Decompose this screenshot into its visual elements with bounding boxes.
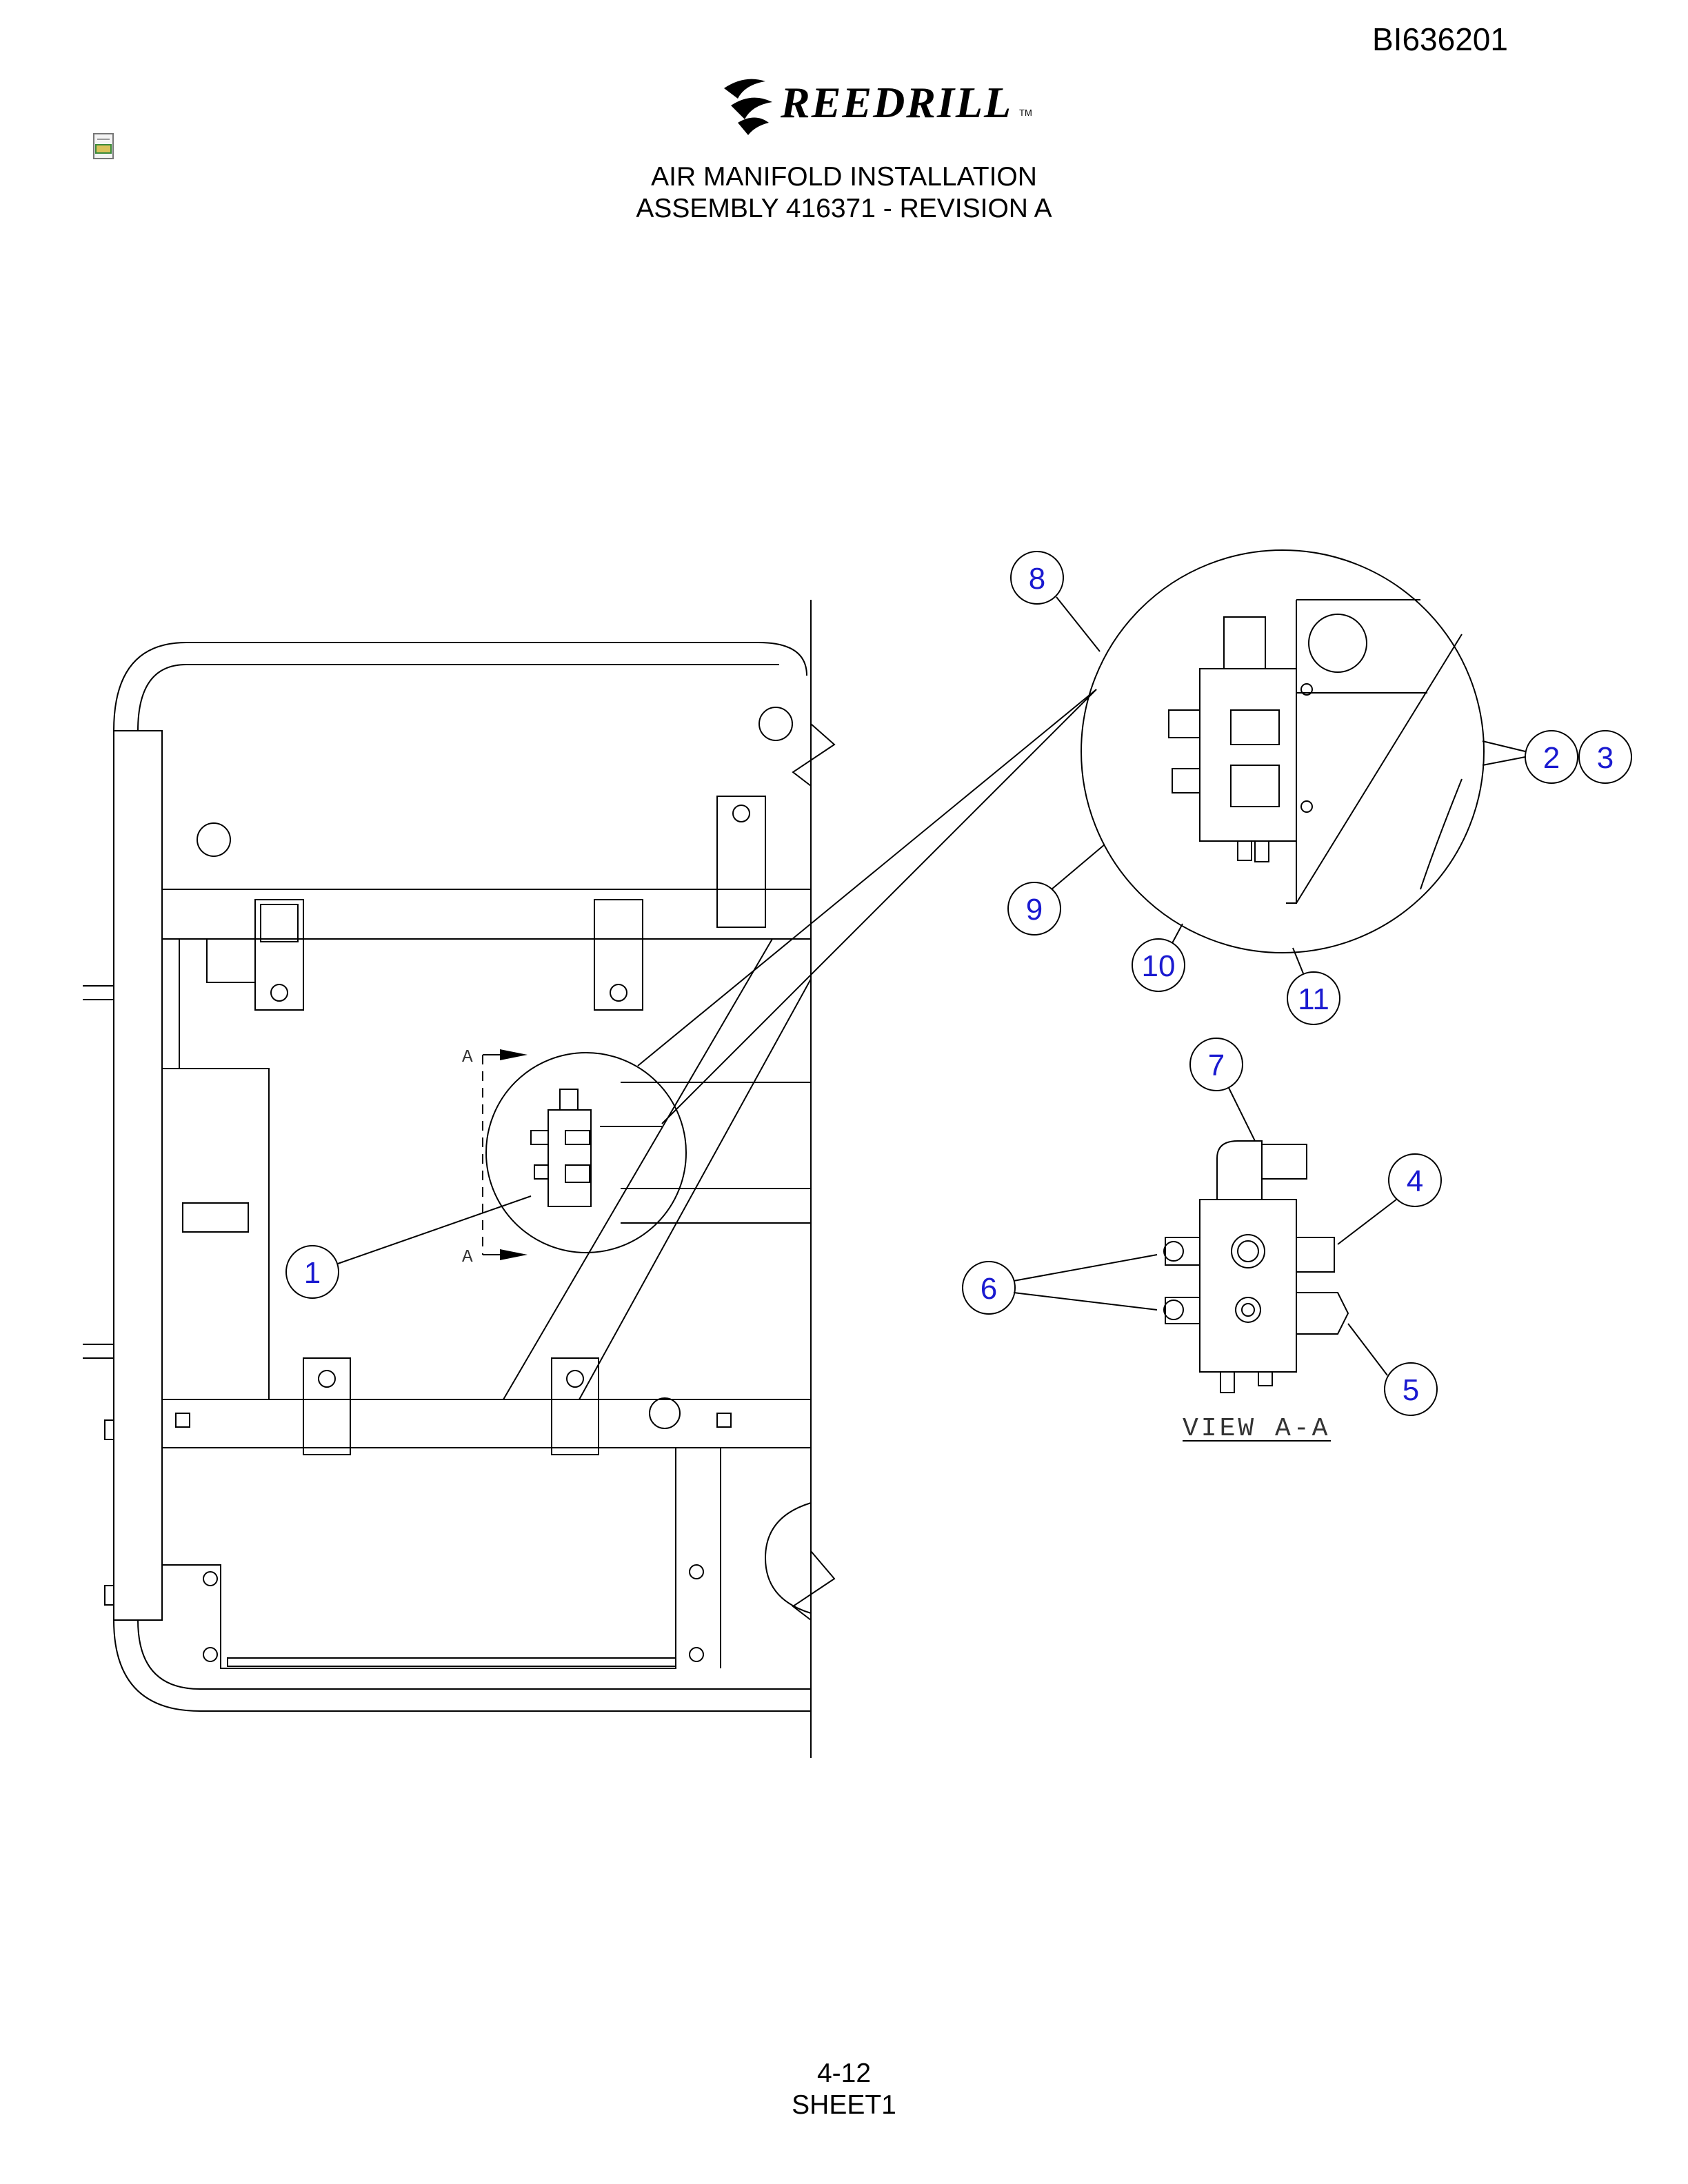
diagonal-brace-a: [503, 938, 773, 1400]
drawing-subtitle: ASSEMBLY 416371 - REVISION A: [636, 194, 1052, 223]
detail-leader-top: [637, 689, 1097, 1066]
callout-10: 10: [1142, 949, 1176, 983]
callout-11: 11: [1298, 982, 1329, 1016]
manifold-fitting-upper: [1230, 709, 1280, 745]
manifold-top-fitting: [1223, 616, 1266, 669]
callout-circle-10: [1132, 938, 1185, 992]
view-aa-elbow: [1216, 1140, 1263, 1200]
view-aa-fitting-5: [1296, 1292, 1349, 1335]
bottom-break-zigzag: [792, 1550, 836, 1621]
lower-middle-bracket: [551, 1357, 599, 1455]
lower-left-bracket: [303, 1357, 351, 1455]
trademark-mark: TM: [1019, 108, 1032, 118]
callout-8: 8: [1029, 562, 1045, 596]
callout-4: 4: [1407, 1164, 1423, 1198]
manifold-block-large: [1199, 668, 1297, 842]
frame-top-left-corner-outer: [113, 642, 187, 731]
frame-bottom-rail-outer: [113, 1619, 811, 1712]
document-icon[interactable]: [91, 132, 119, 163]
sheet-label: SHEET1: [792, 2090, 896, 2120]
callout-6: 6: [981, 1272, 997, 1306]
callout-5: 5: [1403, 1373, 1419, 1407]
detail-circle-large: [1081, 549, 1485, 953]
left-vertical-tube: [113, 730, 163, 1621]
upper-left-bracket: [254, 899, 304, 1011]
upper-cross-member: [161, 889, 812, 940]
callout-circle-11: [1287, 971, 1340, 1025]
lower-cross-member: [161, 1399, 812, 1448]
frame-top-rail-outer: [186, 642, 807, 676]
upper-middle-bracket: [594, 899, 643, 1011]
reedrill-swirl-icon: [724, 79, 772, 135]
callout-9: 9: [1026, 893, 1043, 927]
view-aa-label: VIEW A-A: [1183, 1414, 1330, 1444]
section-marker-bottom: A: [462, 1246, 473, 1267]
callout-circle-1: [285, 1245, 339, 1299]
top-break-zigzag: [792, 723, 836, 787]
view-aa-fitting-4: [1296, 1237, 1335, 1273]
callout-circle-6: [962, 1261, 1016, 1315]
callout-circle-3: [1578, 730, 1632, 784]
frame-bottom-rail-inner: [137, 1619, 811, 1690]
callout-circle-9: [1007, 882, 1061, 936]
left-side-plate: [161, 1068, 270, 1400]
callout-3: 3: [1597, 741, 1614, 775]
callout-circle-4: [1388, 1153, 1442, 1207]
callout-circle-5: [1384, 1362, 1438, 1416]
manifold-fitting-lower: [1230, 765, 1280, 807]
callout-2: 2: [1543, 741, 1560, 775]
callout-1: 1: [304, 1256, 321, 1290]
manifold-block-small: [547, 1109, 592, 1207]
upper-right-bracket: [716, 796, 766, 928]
reedrill-logo: REEDRILL TM: [717, 74, 1032, 136]
document-number: BI636201: [1372, 21, 1508, 57]
detail-diagonal: [1296, 634, 1463, 904]
section-marker-top: A: [462, 1046, 473, 1067]
view-aa-manifold-block: [1199, 1199, 1297, 1373]
callout-7: 7: [1208, 1049, 1225, 1082]
callout-circle-7: [1189, 1038, 1243, 1091]
detail-leader-bottom: [661, 689, 1097, 1124]
page-number: 4-12: [816, 2059, 872, 2088]
frame-top-left-corner-inner: [137, 664, 187, 731]
brand-name: REEDRILL: [781, 78, 1013, 127]
detail-circle-small: [485, 1052, 687, 1253]
drawing-title: AIR MANIFOLD INSTALLATION: [651, 162, 1037, 192]
callout-circle-8: [1010, 551, 1064, 605]
